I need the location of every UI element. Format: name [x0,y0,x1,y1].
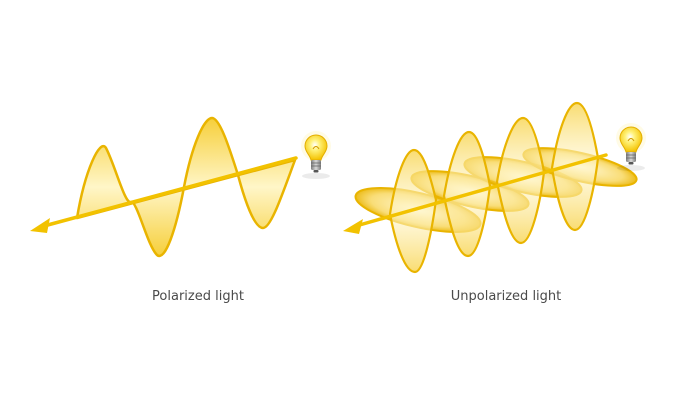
unpolarized-beam [354,153,608,228]
arrow-head-icon [30,218,50,233]
light-bulb-icon [616,123,646,171]
arrow-head-icon [343,219,363,234]
caption-unpolarized-light: Unpolarized light [450,289,562,304]
polarized-beam [42,156,298,228]
light-bulb-icon [301,131,331,179]
polarized-wave-group [30,116,298,258]
unpolarized-wave-group [343,101,638,274]
vertical-wave [550,101,600,232]
caption-polarized-light: Polarized light [152,289,244,304]
